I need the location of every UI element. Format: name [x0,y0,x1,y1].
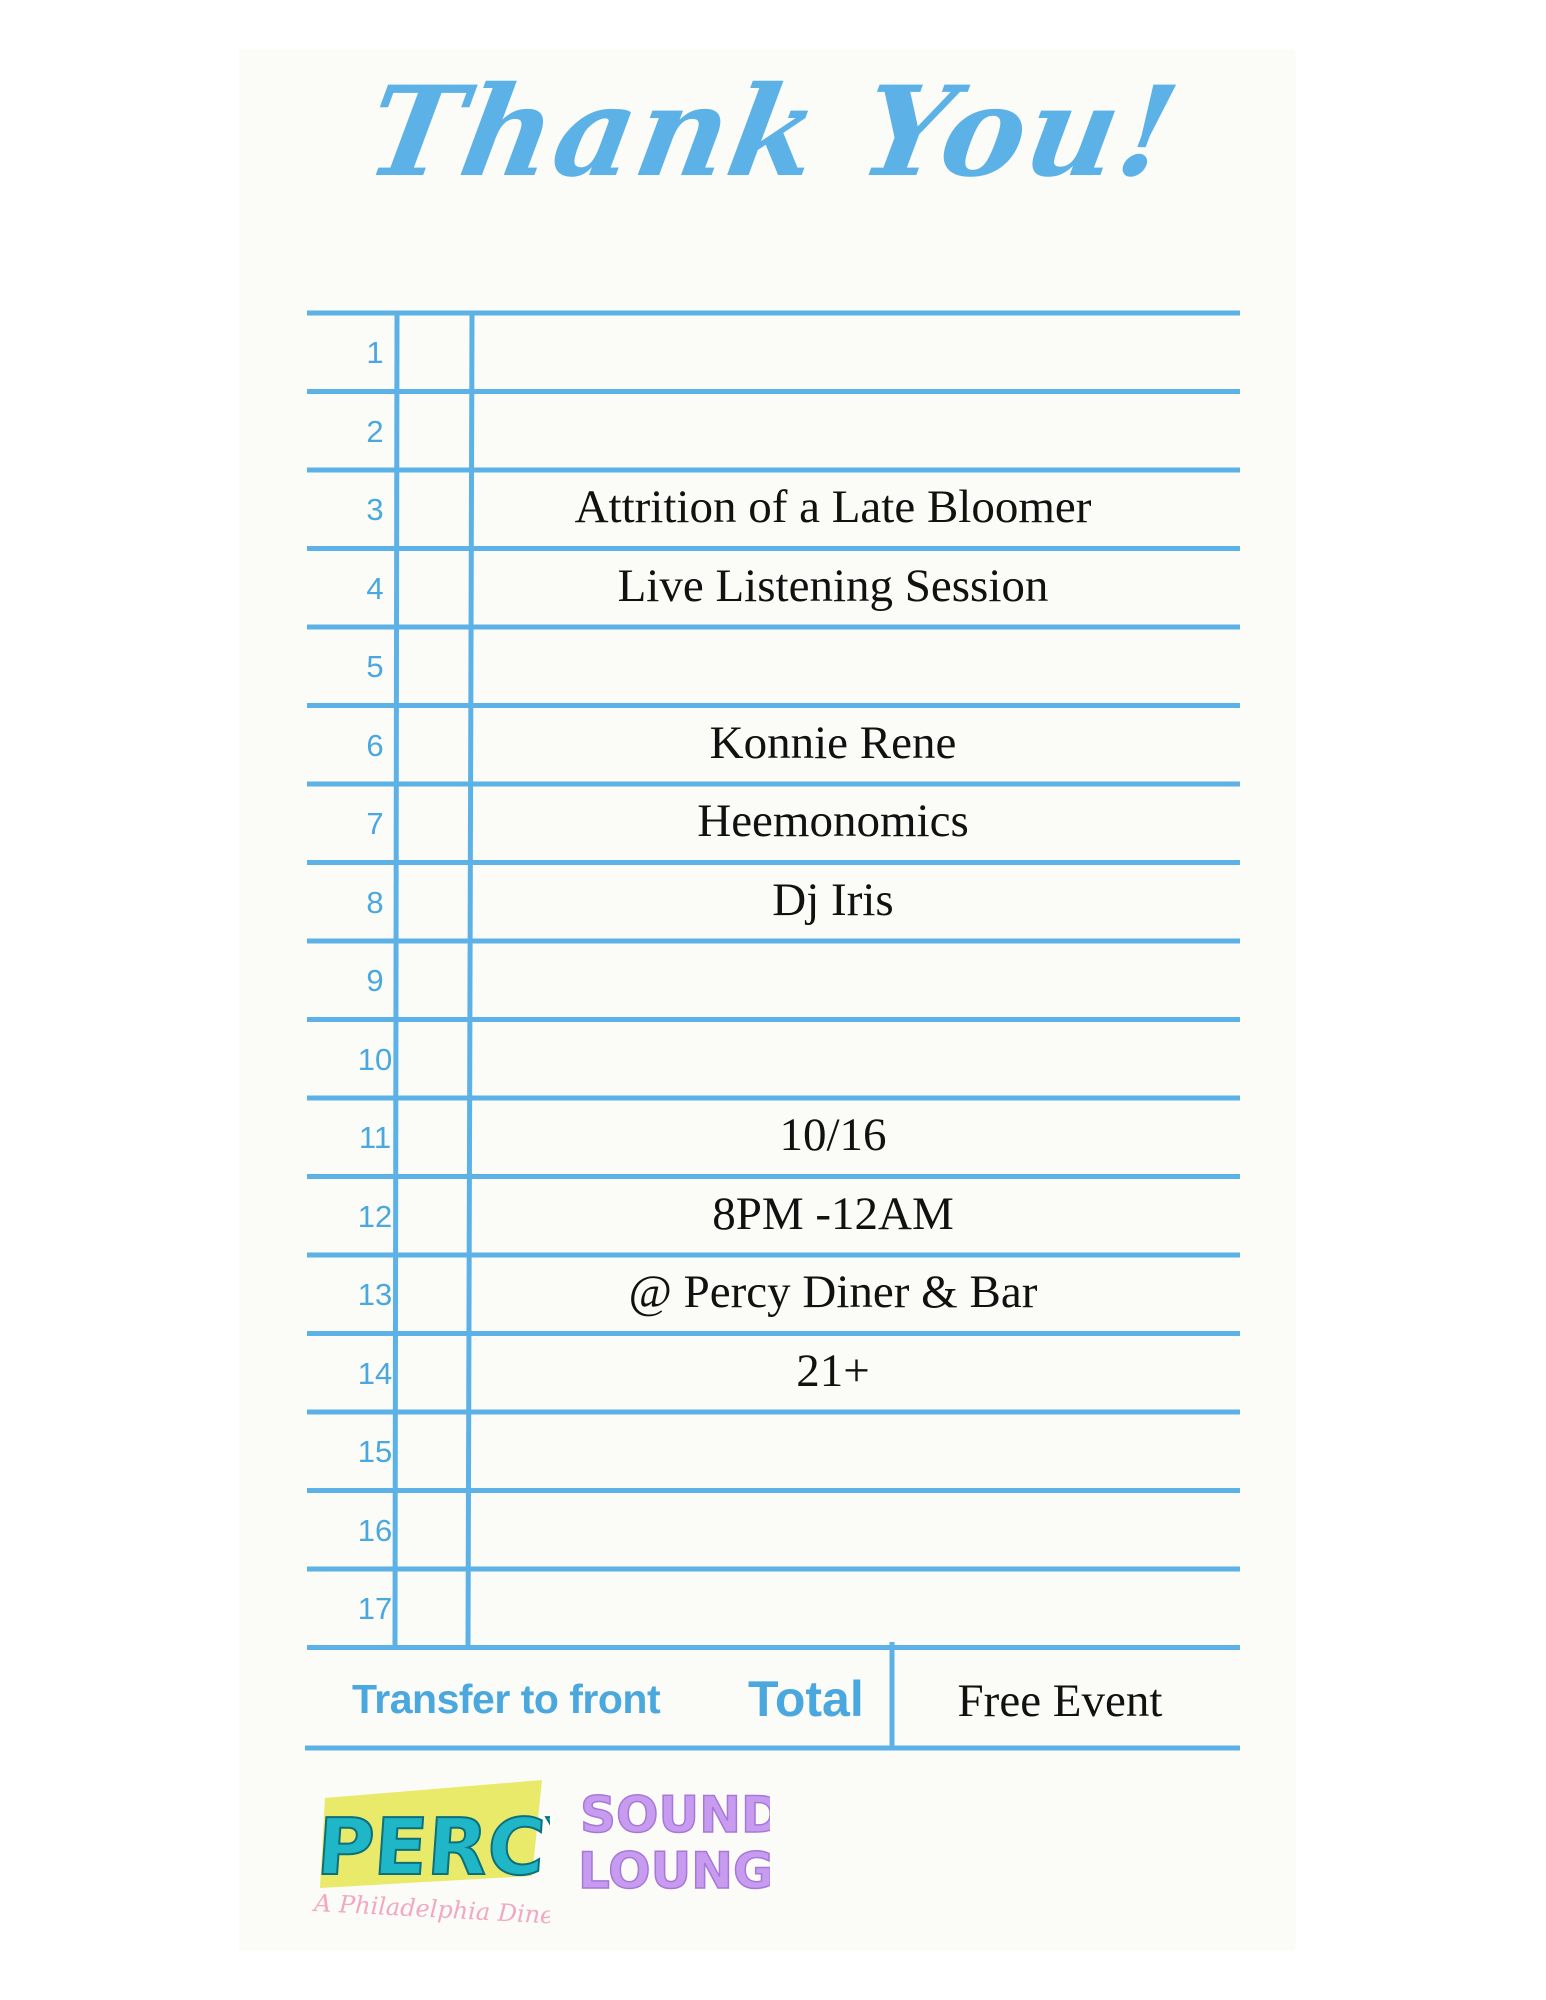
receipt-paper [240,50,1295,1950]
percy-logo: PERCY A Philadelphia Diner [310,1778,607,1933]
row-text: Konnie Rene [709,716,957,769]
row-text: 10/16 [779,1109,887,1161]
row-text: 8PM -12AM [712,1187,954,1240]
column-rule [392,312,400,1648]
row-number: 16 [357,1512,393,1548]
row-number: 17 [357,1591,393,1626]
svg-text:A Philadelphia Diner: A Philadelphia Diner [311,1889,550,1928]
total-label: Total [748,1671,864,1727]
svg-text:SOUND: SOUND [580,1786,770,1844]
row-number: 15 [357,1434,393,1469]
row-number: 11 [358,1120,392,1155]
column-rule [465,312,475,1648]
row-text: Heemonomics [697,795,969,847]
total-value: Free Event [957,1675,1163,1727]
row-number: 8 [366,884,384,920]
row-number: 12 [357,1198,393,1234]
row-number: 9 [366,963,384,998]
row-text: Live Listening Session [617,559,1049,612]
svg-text:PERCY: PERCY [314,1803,550,1893]
row-number: 10 [357,1041,393,1077]
row-text: Dj Iris [772,873,894,926]
row-number: 6 [366,727,384,763]
row-text: 21+ [796,1344,870,1397]
row-number: 13 [357,1277,393,1312]
row-text: Attrition of a Late Bloomer [574,481,1092,533]
row-number: 4 [366,570,384,606]
row-number: 1 [366,335,384,370]
row-number: 5 [366,649,384,684]
row-number: 2 [366,413,384,449]
row-number: 3 [366,492,384,527]
sound-lounge-logo: SOUND LOUNGE [570,1780,809,1905]
svg-text:LOUNGE: LOUNGE [578,1842,770,1900]
row-text: @ Percy Diner & Bar [628,1266,1038,1318]
row-number: 14 [357,1355,393,1391]
row-number: 7 [366,806,384,841]
transfer-to-front-label: Transfer to front [352,1676,661,1722]
